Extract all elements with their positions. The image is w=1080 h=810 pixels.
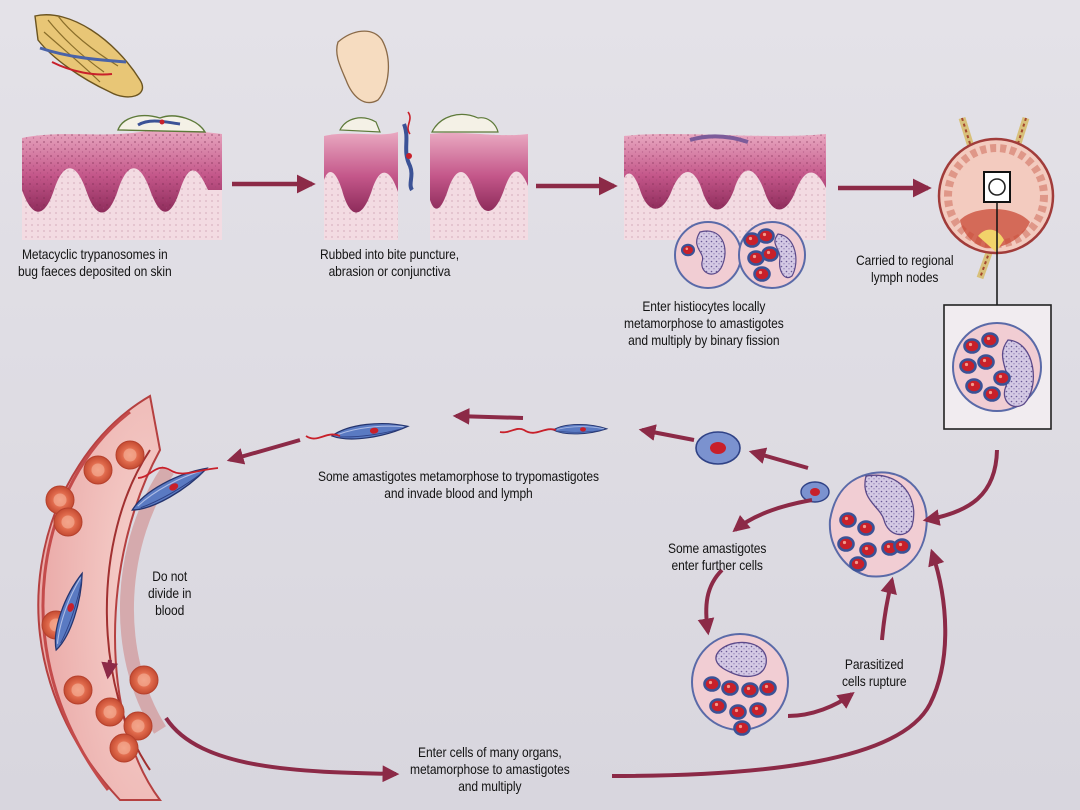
label-enter-histiocytes: Enter histiocytes locally metamorphose t…: [624, 298, 784, 348]
lymph-node-cell-inset: [943, 202, 1052, 430]
label-do-not-divide: Do not divide in blood: [148, 568, 192, 618]
label-many-organs: Enter cells of many organs, metamorphose…: [410, 744, 570, 794]
label-lymph-nodes: Carried to regional lymph nodes: [856, 252, 954, 285]
infected-cell-illustration: [691, 633, 789, 736]
label-rubbed-into-bite: Rubbed into bite puncture, abrasion or c…: [320, 246, 460, 279]
blood-vessel-illustration: [37, 394, 219, 801]
label-bug-faeces: Metacyclic trypanosomes in bug faeces de…: [18, 246, 172, 279]
label-further-cells: Some amastigotes enter further cells: [668, 540, 767, 573]
rupturing-cell-illustration: [828, 471, 928, 578]
cycle-arrows: [101, 408, 999, 783]
histiocyte-illustration: [624, 134, 826, 289]
label-cells-rupture: Parasitized cells rupture: [842, 656, 907, 689]
rubbing-illustration: [324, 30, 528, 240]
lymph-node-illustration: [937, 116, 1055, 280]
trypomastigotes-illustration: [305, 419, 830, 503]
label-trypomastigotes: Some amastigotes metamorphose to trypoma…: [318, 468, 599, 501]
top-row-arrows: [232, 174, 932, 198]
bug-faeces-illustration: [22, 14, 222, 240]
